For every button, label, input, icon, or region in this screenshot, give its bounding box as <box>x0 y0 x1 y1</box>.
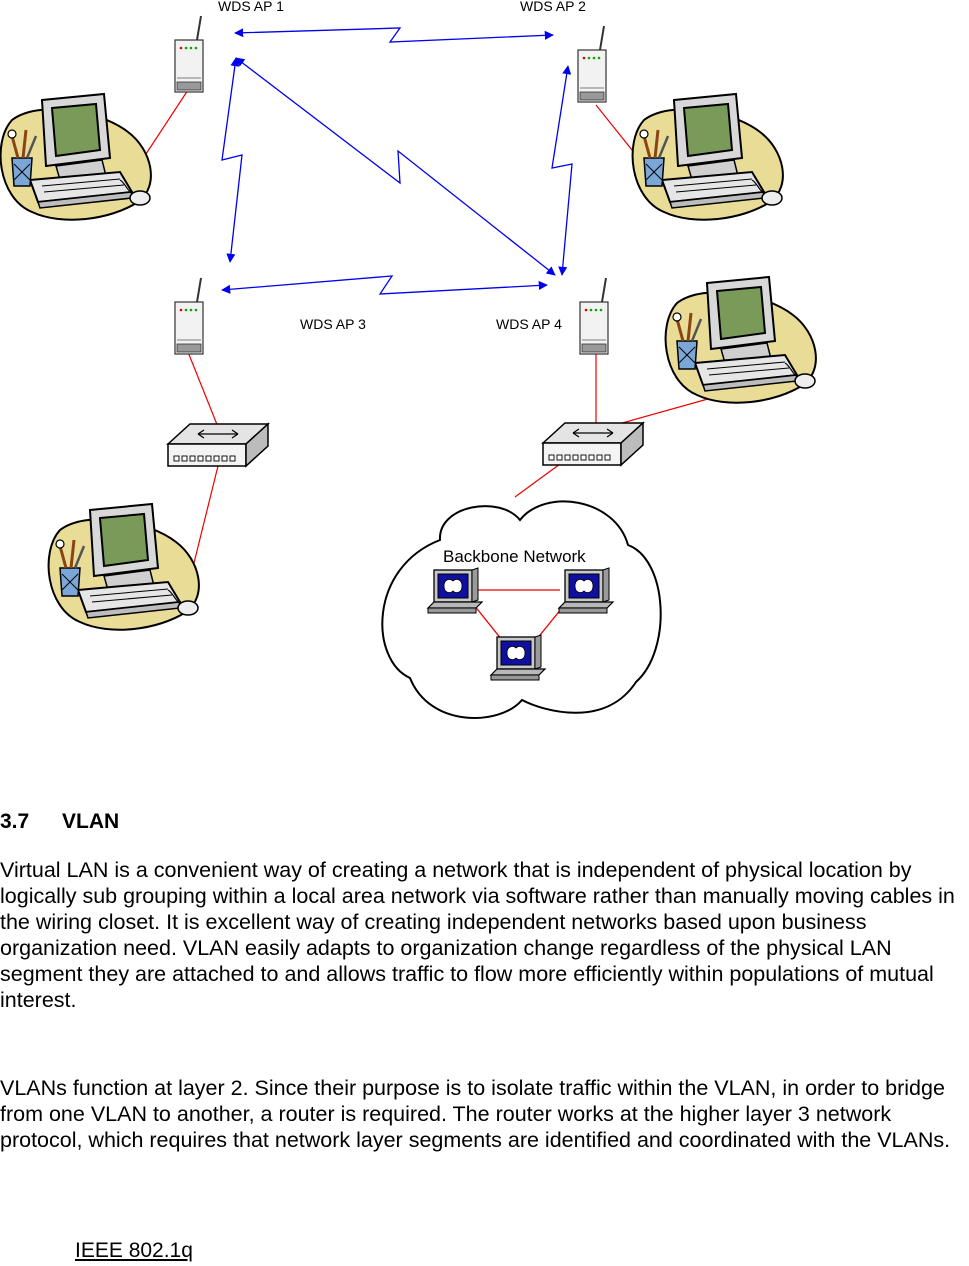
ethernet-switch-1 <box>167 423 269 467</box>
wds-ap4-device <box>579 277 609 355</box>
wds-ap1-device <box>174 15 204 93</box>
desktop-pc-ap1 <box>0 92 153 222</box>
ap3-label: WDS AP 3 <box>300 316 366 332</box>
desktop-pc-ap2 <box>631 92 785 222</box>
vlan-paragraph-1: Virtual LAN is a convenient way of creat… <box>0 858 955 1012</box>
desktop-pc-switch1 <box>47 502 201 632</box>
section-number: 3.7 <box>0 810 30 833</box>
ethernet-switch-2 <box>542 422 644 466</box>
ieee-reference-link[interactable]: IEEE 802.1q <box>75 1239 193 1262</box>
ap4-label: WDS AP 4 <box>496 316 562 332</box>
ap1-label: WDS AP 1 <box>218 0 284 14</box>
section-heading: 3.7 VLAN <box>0 810 119 834</box>
desktop-pc-switch2 <box>664 275 818 405</box>
backbone-pc-left <box>427 567 483 614</box>
section-title: VLAN <box>62 810 120 833</box>
wds-ap2-device <box>577 25 607 103</box>
backbone-pc-right <box>558 567 614 614</box>
wds-network-diagram: WDS AP 1 WDS AP 2 WDS AP 3 WDS AP 4 Back… <box>0 0 818 719</box>
vlan-paragraph-2: VLANs function at layer 2. Since their p… <box>0 1076 951 1152</box>
link-ap1-ap4 <box>235 57 556 276</box>
link-ap1-ap2 <box>234 27 554 43</box>
backbone-pc-bottom <box>490 634 546 681</box>
wds-ap3-device <box>174 277 204 355</box>
link-ap2-ap4 <box>551 65 573 276</box>
link-ap3-ap4 <box>221 275 548 295</box>
wireless-links <box>221 27 573 295</box>
ap2-label: WDS AP 2 <box>520 0 586 14</box>
backbone-cloud <box>381 500 662 719</box>
backbone-network-label: Backbone Network <box>443 547 586 566</box>
link-ap1-ap3 <box>221 57 243 263</box>
